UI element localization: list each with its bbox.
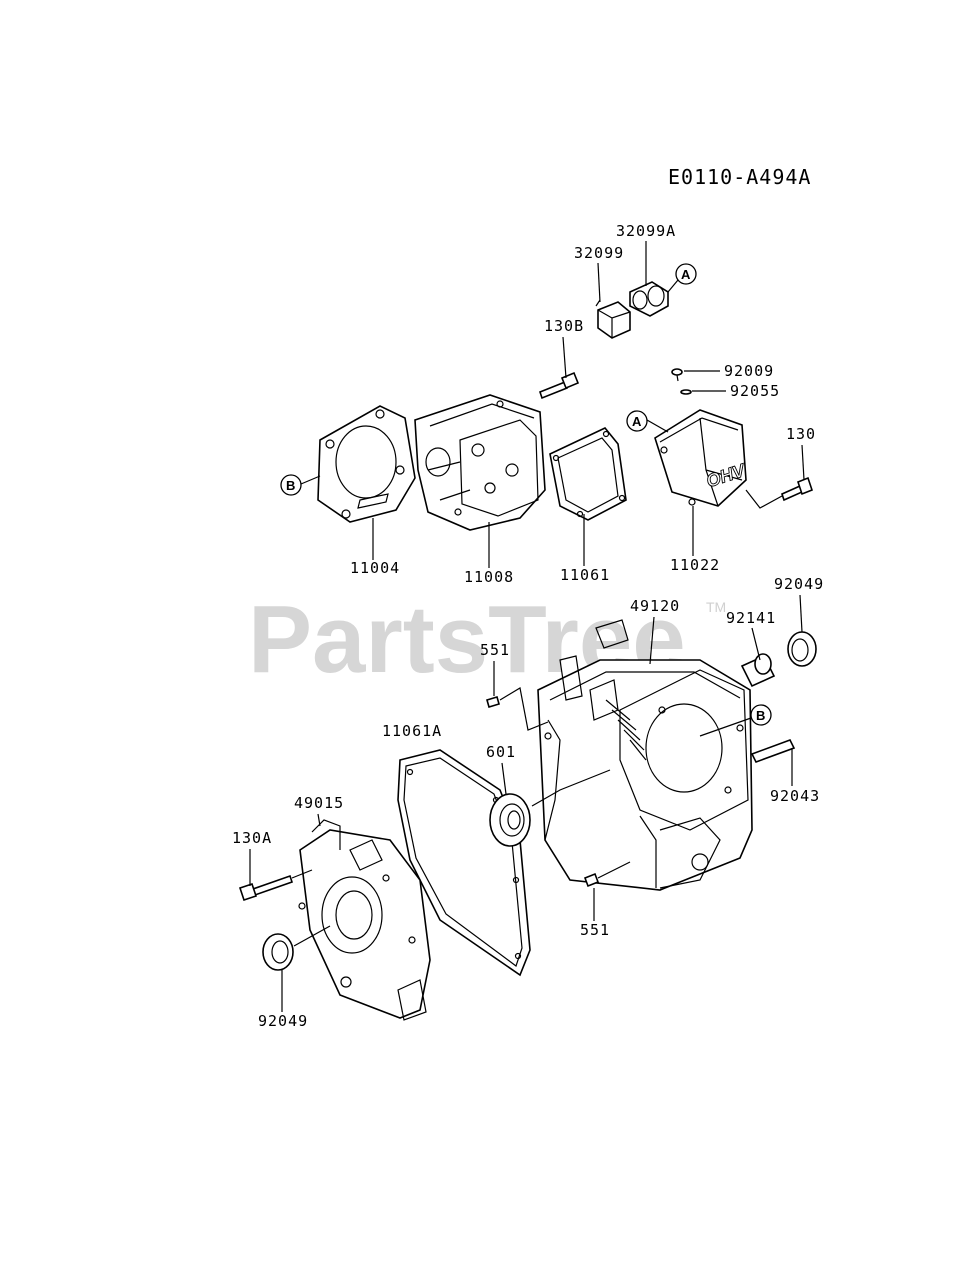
part-11022-rocker-cover[interactable]: OHV [654,409,749,507]
part-551-dowel-top[interactable] [486,696,500,708]
callout-92049-top: 92049 [774,575,824,593]
callout-32099A: 32099A [616,222,676,240]
part-11061-cover-gasket[interactable] [549,427,627,521]
part-92141-bushing[interactable] [740,653,776,688]
part-130A-bolt[interactable] [238,874,294,902]
part-551-dowel-bottom[interactable] [583,872,600,888]
callout-49120: 49120 [630,597,680,615]
svg-text:B: B [756,708,765,723]
callout-130B: 130B [544,317,584,335]
callout-49015: 49015 [294,794,344,812]
part-49015-crankcase-cover[interactable] [298,819,431,1021]
callout-551-top: 551 [480,641,510,659]
diagram-code: E0110-A494A [668,165,811,189]
callout-11008: 11008 [464,568,514,586]
part-92009-screw[interactable] [671,368,683,382]
svg-text:A: A [681,267,691,282]
part-11008-cylinder-head[interactable] [414,394,546,531]
part-32099A[interactable] [629,281,669,317]
ref-marker-b-gasket: B [280,474,302,496]
callout-92009: 92009 [724,362,774,380]
callout-601: 601 [486,743,516,761]
part-92055-washer[interactable] [680,389,692,395]
callout-130: 130 [786,425,816,443]
watermark-trademark: TM [706,599,726,615]
callout-11004: 11004 [350,559,400,577]
ref-marker-a-top: A [675,263,697,285]
part-130B-bolt[interactable] [539,371,580,400]
part-92043-pin[interactable] [750,739,796,763]
callout-551-bottom: 551 [580,921,610,939]
part-92049-oil-seal-bottom[interactable] [262,933,294,971]
callout-11022: 11022 [670,556,720,574]
callout-11061A: 11061A [382,722,442,740]
callout-11061: 11061 [560,566,610,584]
callout-92049-bottom: 92049 [258,1012,308,1030]
callout-130A: 130A [232,829,272,847]
part-49120-crankcase[interactable] [537,619,753,891]
ref-marker-a-cover: A [626,410,648,432]
callout-92043: 92043 [770,787,820,805]
svg-text:A: A [632,414,642,429]
part-92049-oil-seal-top[interactable] [787,631,817,667]
callout-92141: 92141 [726,609,776,627]
callout-92055: 92055 [730,382,780,400]
ref-marker-b-cylinder: B [750,704,772,726]
svg-text:B: B [286,478,295,493]
part-11004-head-gasket[interactable] [317,405,416,523]
part-130-bolt[interactable] [781,476,813,502]
callout-32099: 32099 [574,244,624,262]
part-601-bearing[interactable] [489,793,531,847]
part-32099[interactable] [595,299,631,339]
